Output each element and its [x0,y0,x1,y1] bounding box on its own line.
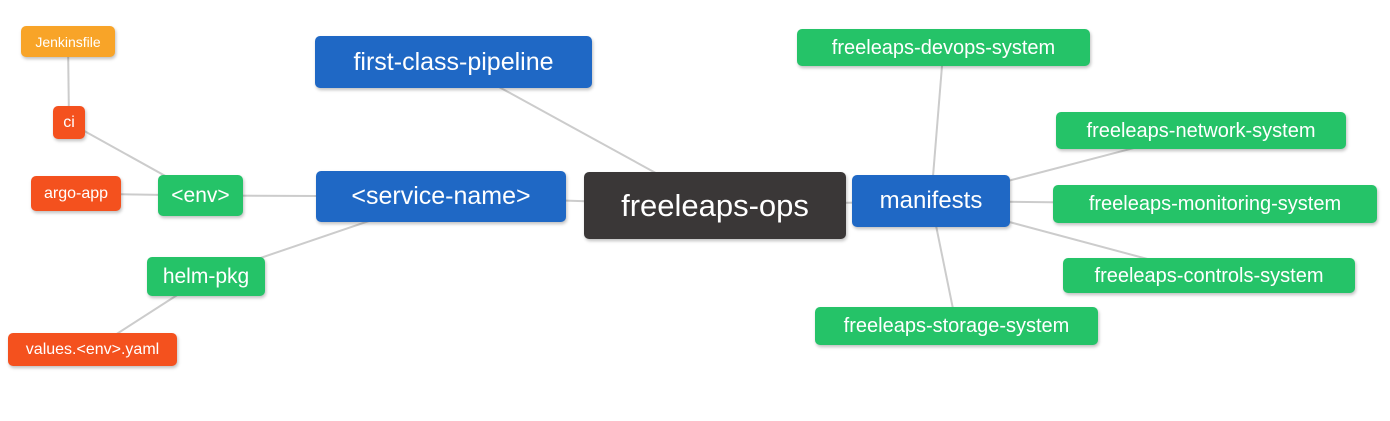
node-helm-pkg[interactable]: helm-pkg [147,257,265,296]
node-env[interactable]: <env> [158,175,243,216]
node-controls-system[interactable]: freeleaps-controls-system [1063,258,1355,293]
node-jenkinsfile[interactable]: Jenkinsfile [21,26,115,57]
node-storage-system[interactable]: freeleaps-storage-system [815,307,1098,345]
node-monitoring-system[interactable]: freeleaps-monitoring-system [1053,185,1377,223]
node-service-name[interactable]: <service-name> [316,171,566,222]
node-freeleaps-ops[interactable]: freeleaps-ops [584,172,846,239]
node-argo-app[interactable]: argo-app [31,176,121,211]
node-devops-system[interactable]: freeleaps-devops-system [797,29,1090,66]
node-network-system[interactable]: freeleaps-network-system [1056,112,1346,149]
node-values-env-yaml[interactable]: values.<env>.yaml [8,333,177,366]
node-manifests[interactable]: manifests [852,175,1010,227]
node-first-class-pipeline[interactable]: first-class-pipeline [315,36,592,88]
node-ci[interactable]: ci [53,106,85,139]
